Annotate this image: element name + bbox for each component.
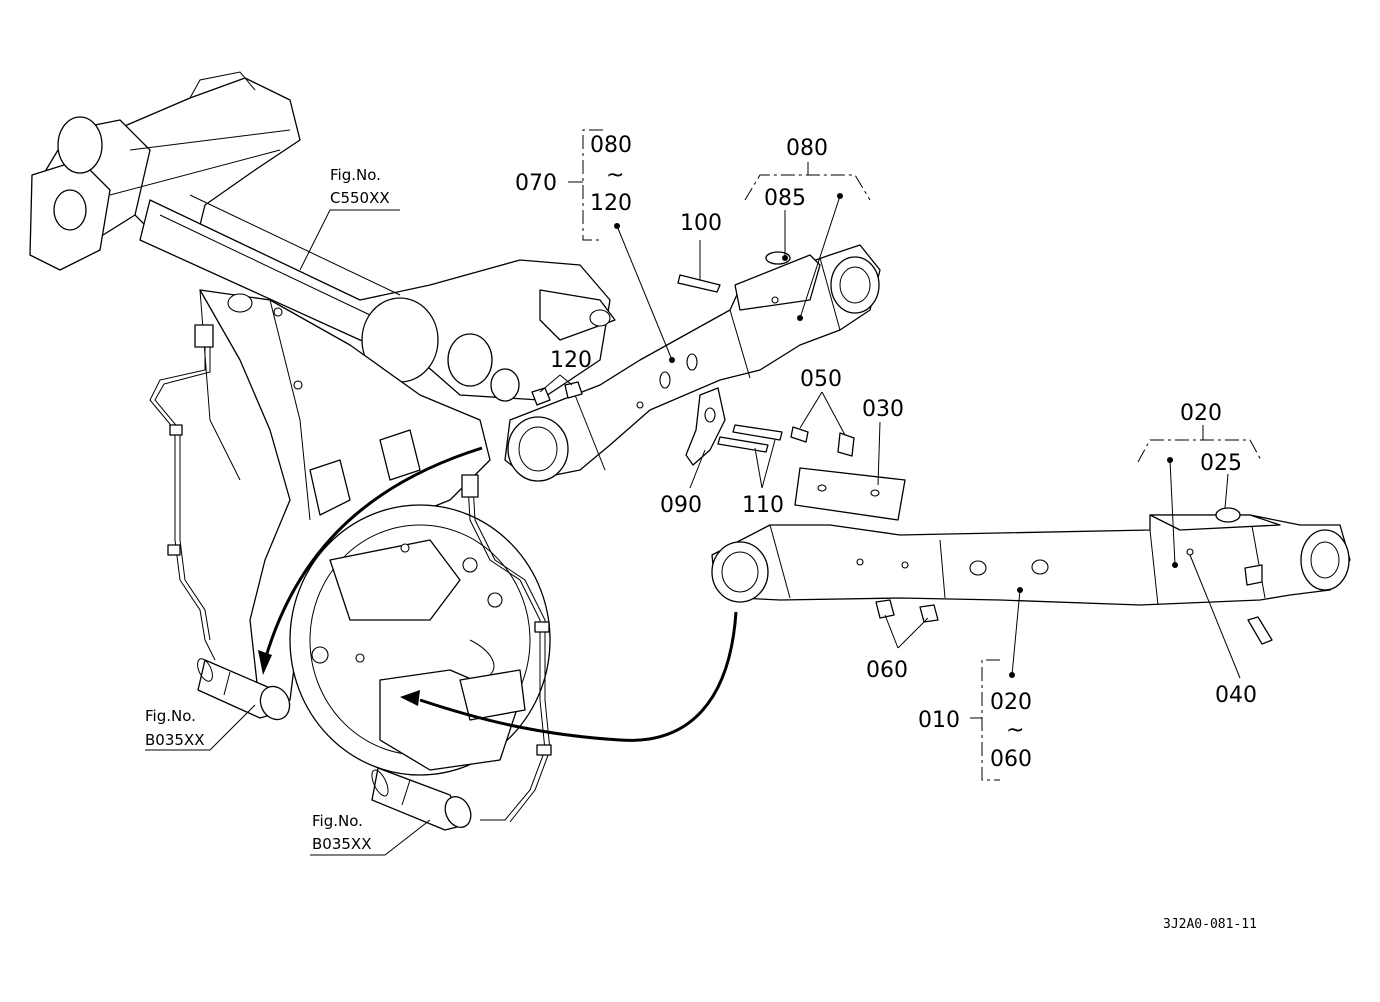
callout-080: 080 <box>786 136 828 161</box>
harness-cables <box>149 324 552 823</box>
callout-030: 030 <box>862 397 904 422</box>
lower-link-upper-assembly <box>504 244 881 482</box>
fig-ref-b035-bottom-code: B035XX <box>312 835 371 853</box>
callout-range-tilde-2: ~ <box>1006 718 1024 743</box>
callout-010: 010 <box>918 708 960 733</box>
fig-ref-b035-bottom-label: Fig.No. <box>312 812 363 830</box>
callout-085: 085 <box>764 186 806 211</box>
callout-080-range-start: 080 <box>590 133 632 158</box>
callout-range-tilde-1: ~ <box>606 163 624 188</box>
callout-020-range-start: 020 <box>990 690 1032 715</box>
rear-axle-housing <box>29 71 616 776</box>
callout-060: 060 <box>866 658 908 683</box>
callout-020: 020 <box>1180 401 1222 426</box>
callout-labels: 080 ~ 120 070 080 085 100 120 050 030 09… <box>515 133 1257 772</box>
callout-120-range-end: 120 <box>590 191 632 216</box>
callout-070: 070 <box>515 171 557 196</box>
callout-120: 120 <box>550 348 592 373</box>
fig-ref-c550-code: C550XX <box>330 189 390 207</box>
callout-090: 090 <box>660 493 702 518</box>
sensor-cylinder-bottom <box>371 767 472 831</box>
lower-link-main-assembly <box>711 507 1351 645</box>
connection-arrows <box>258 446 738 742</box>
callout-060-range-end: 060 <box>990 747 1032 772</box>
callout-040: 040 <box>1215 683 1257 708</box>
leader-lines <box>145 129 1263 856</box>
sensor-cylinder-left <box>197 658 291 721</box>
drawing-code: 3J2A0-081-11 <box>1163 917 1257 932</box>
fig-ref-b035-left-code: B035XX <box>145 731 204 749</box>
callout-050: 050 <box>800 367 842 392</box>
fig-ref-c550-label: Fig.No. <box>330 166 381 184</box>
figure-references: Fig.No. C550XX Fig.No. B035XX Fig.No. B0… <box>145 166 390 853</box>
callout-025: 025 <box>1200 451 1242 476</box>
fig-ref-b035-left-label: Fig.No. <box>145 707 196 725</box>
callout-100: 100 <box>680 211 722 236</box>
plate-030 <box>794 467 906 521</box>
callout-110: 110 <box>742 493 784 518</box>
